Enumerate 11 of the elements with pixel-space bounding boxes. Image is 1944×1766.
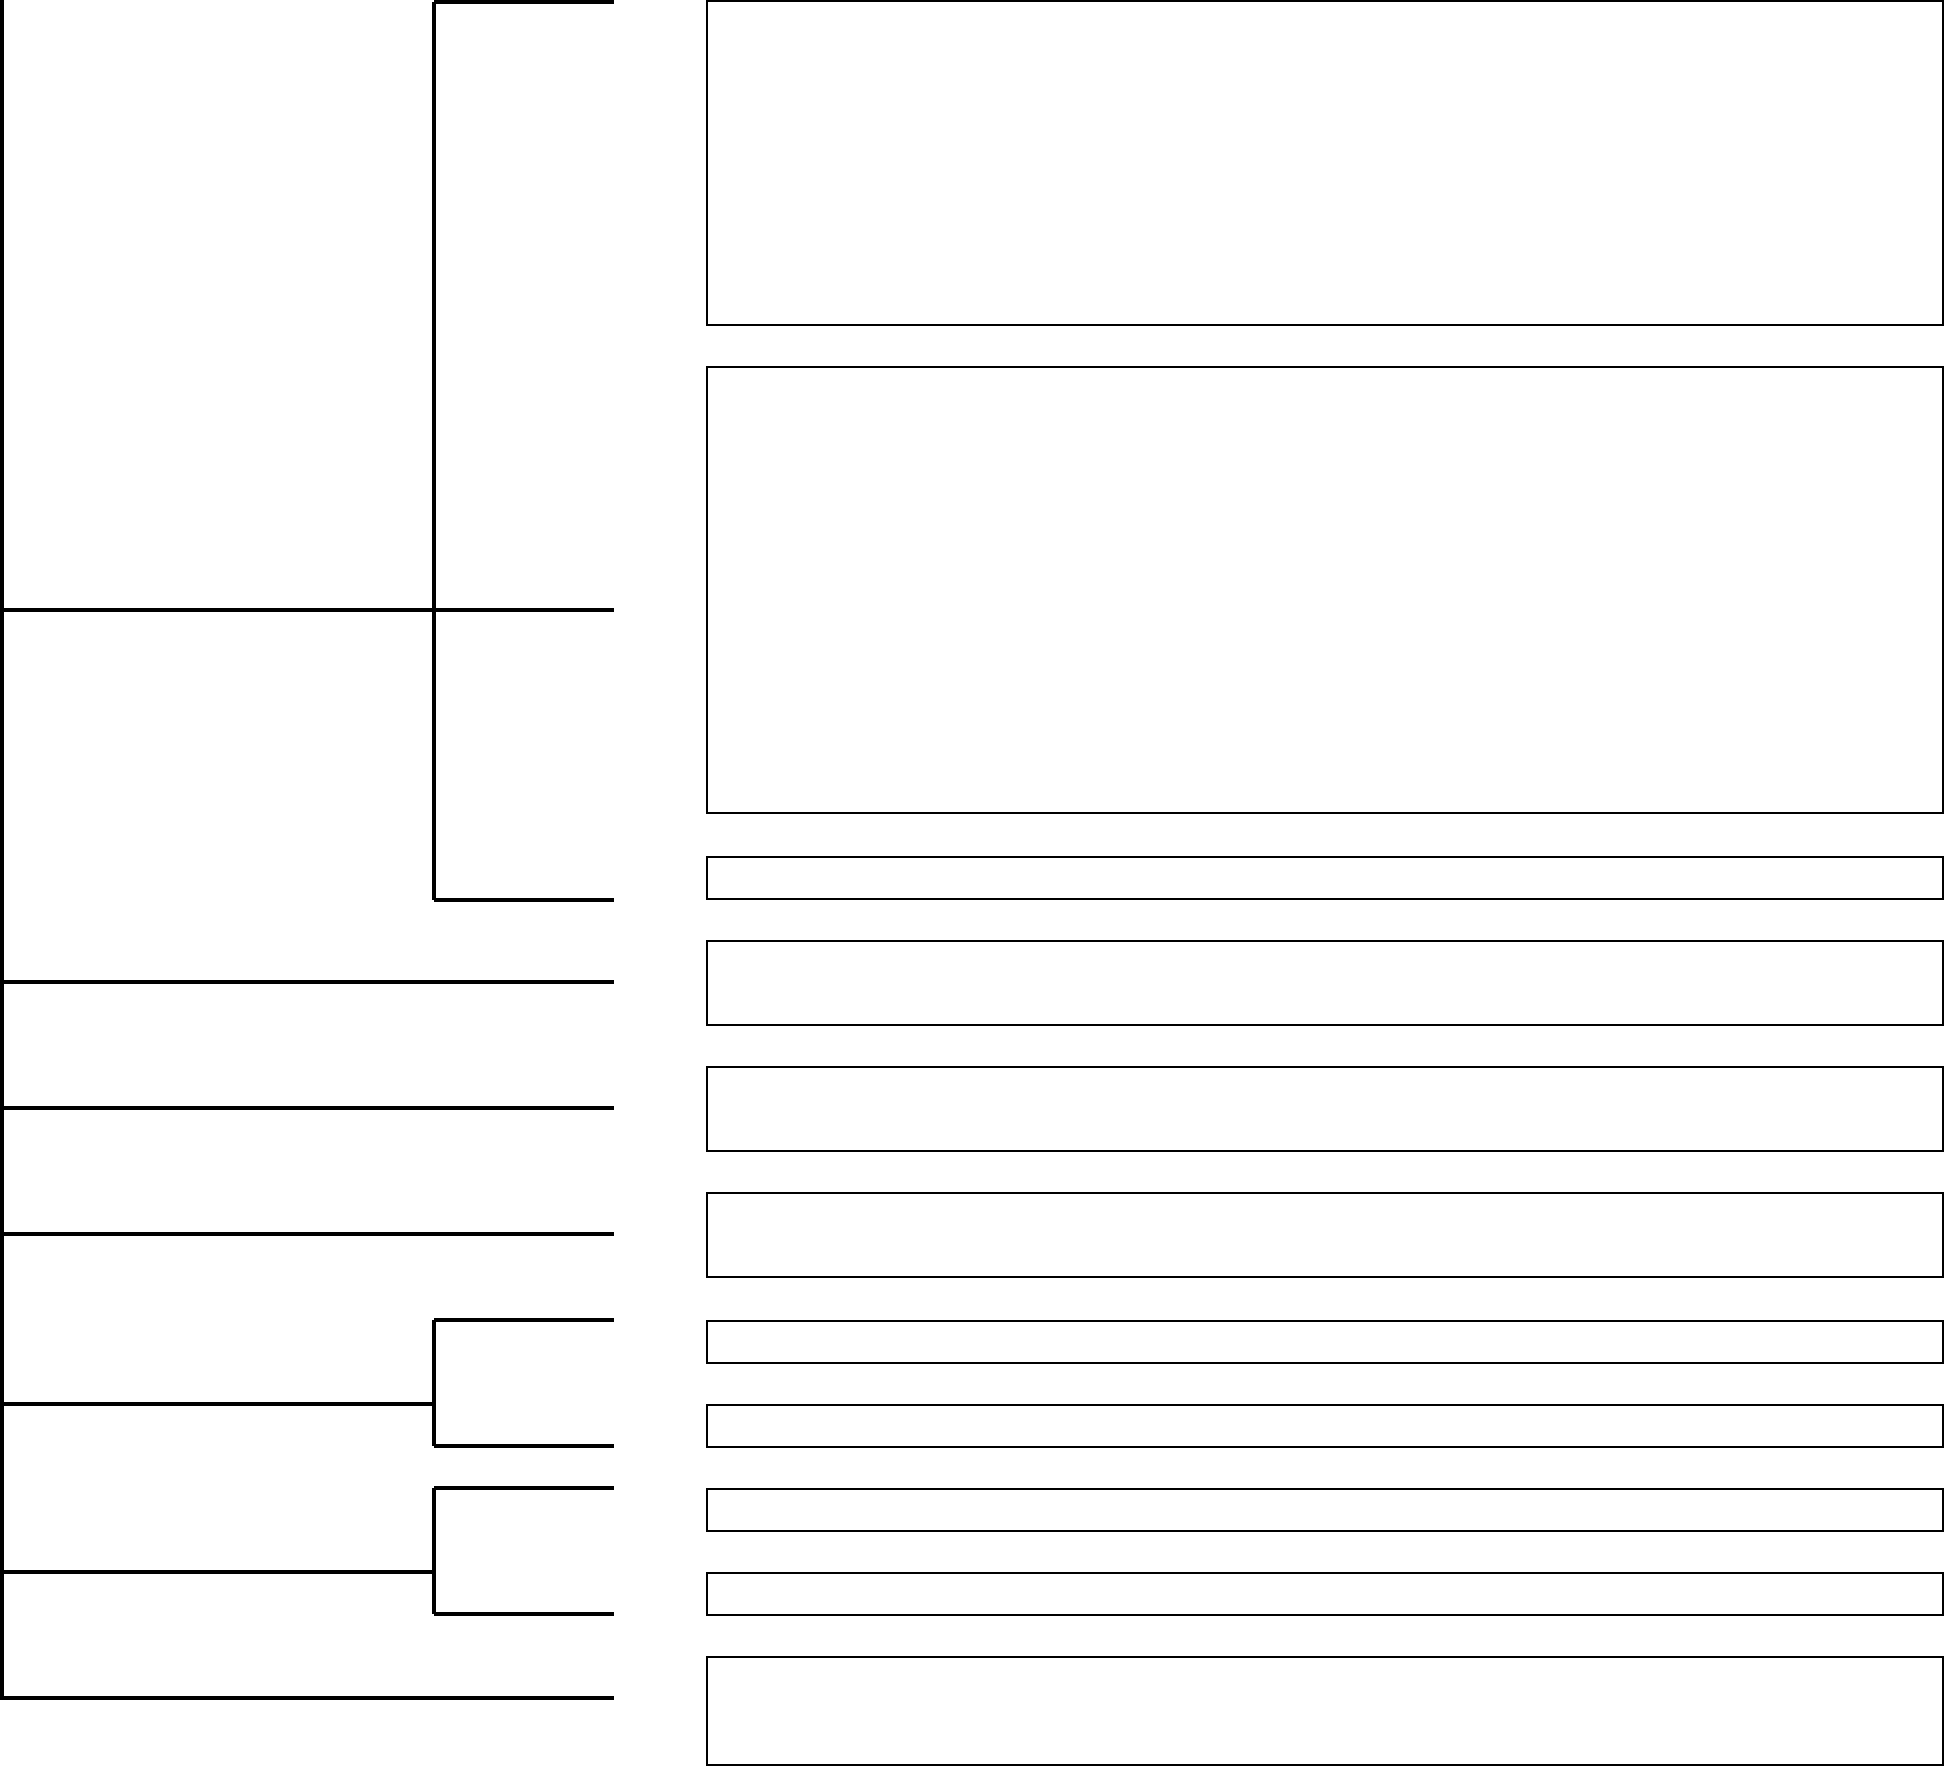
- empty-box: [706, 1488, 1944, 1532]
- empty-box: [706, 856, 1944, 900]
- empty-box: [706, 1572, 1944, 1616]
- empty-box: [706, 1404, 1944, 1448]
- empty-box: [706, 1192, 1944, 1278]
- empty-box: [706, 940, 1944, 1026]
- empty-box: [706, 1656, 1944, 1766]
- empty-box: [706, 366, 1944, 814]
- empty-box: [706, 1066, 1944, 1152]
- empty-box: [706, 0, 1944, 326]
- empty-box: [706, 1320, 1944, 1364]
